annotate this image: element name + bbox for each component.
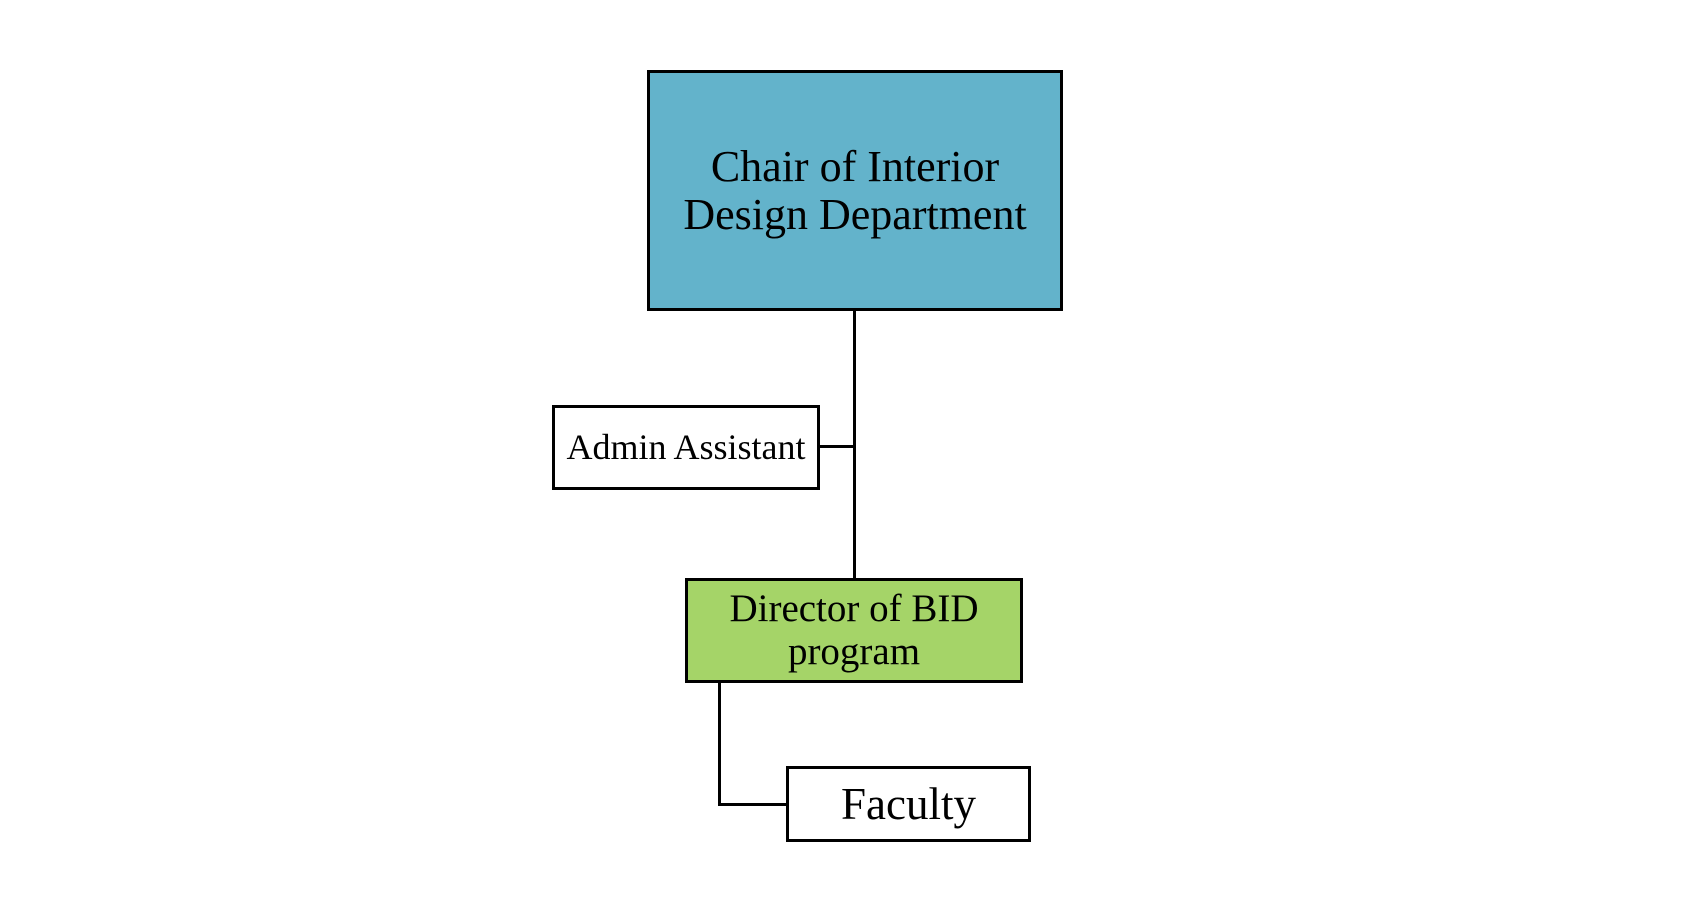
director-label-line2: program <box>787 629 921 673</box>
director-node: Director of BID program <box>685 578 1023 683</box>
chair-node: Chair of Interior Design Department <box>647 70 1063 311</box>
director-node-label: Director of BID program <box>729 588 978 672</box>
faculty-label: Faculty <box>841 778 976 829</box>
admin-assistant-label: Admin Assistant <box>566 427 806 468</box>
connector-director-to-faculty-vertical <box>718 683 721 806</box>
chair-label-line2: Design Department <box>683 189 1027 239</box>
admin-assistant-node: Admin Assistant <box>552 405 820 490</box>
connector-chair-to-director <box>853 311 856 578</box>
chair-label-line1: Chair of Interior <box>710 141 1000 191</box>
connector-director-to-faculty-horizontal <box>718 803 786 806</box>
chair-node-label: Chair of Interior Design Department <box>683 143 1026 238</box>
director-label-line1: Director of BID <box>729 587 979 631</box>
faculty-node: Faculty <box>786 766 1031 842</box>
connector-chair-to-admin <box>820 445 856 448</box>
